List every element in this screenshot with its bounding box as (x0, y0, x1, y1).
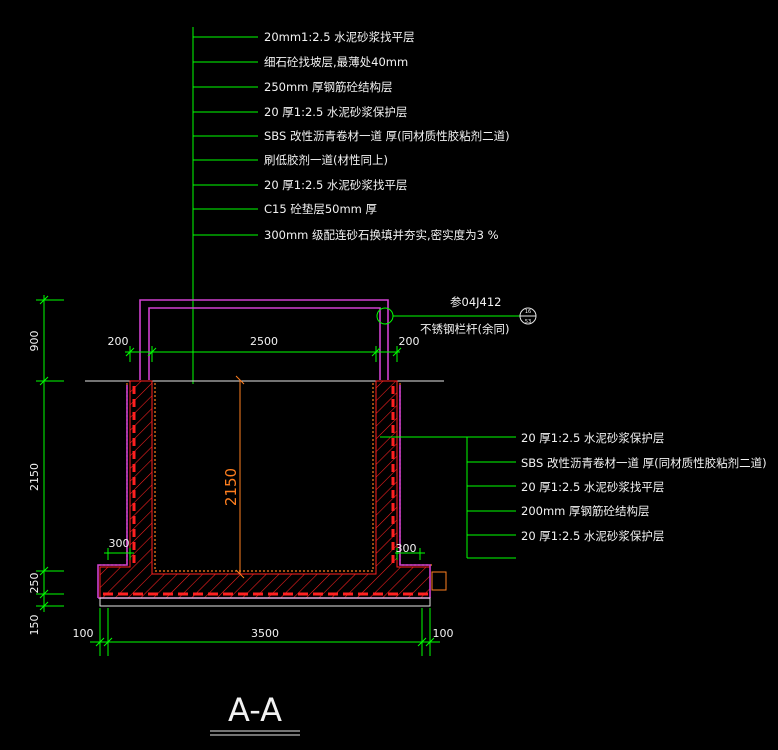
side-layer-1: 20 厚1:2.5 水泥砂浆保护层 (521, 431, 664, 445)
dim-left-heel: 300 (109, 537, 130, 550)
left-dimension-chain (36, 295, 64, 612)
side-layer-2: SBS 改性沥青卷材一道 厚(同材质性胶粘剂二道) (521, 456, 767, 470)
pit-concrete (99, 380, 431, 599)
top-layer-5: SBS 改性沥青卷材一道 厚(同材质性胶粘剂二道) (264, 129, 510, 143)
top-layer-1: 20mm1:2.5 水泥砂浆找平层 (264, 30, 415, 44)
dim-left-edge: 100 (73, 627, 94, 640)
top-layer-6: 刷低胶剂一道(材性同上) (264, 153, 388, 167)
top-layer-3: 250mm 厚钢筋砼结构层 (264, 80, 393, 94)
dim-left-wall: 200 (108, 335, 129, 348)
detail-symbol-bottom: 53 (525, 319, 531, 325)
side-layer-5: 20 厚1:2.5 水泥砂浆保护层 (521, 529, 664, 543)
inner-height-dimension (235, 375, 245, 579)
top-layer-2: 细石砼找坡层,最薄处40mm (264, 55, 408, 69)
dim-right-wall: 200 (399, 335, 420, 348)
top-layer-leader (192, 27, 258, 384)
top-layer-7: 20 厚1:2.5 水泥砂浆找平层 (264, 178, 407, 192)
top-layer-9: 300mm 级配连砂石换填并夯实,密实度为3 % (264, 228, 499, 242)
bottom-dimension-chain (90, 608, 440, 656)
dim-right-edge: 100 (433, 627, 454, 640)
railing (139, 299, 389, 380)
base-slab (99, 597, 431, 607)
dim-slab: 250 (28, 573, 41, 594)
inner-height-label: 2150 (222, 468, 240, 506)
heel-dimensions (104, 548, 425, 560)
side-layer-leader (380, 436, 516, 559)
section-title: A-A (228, 691, 282, 729)
dim-wall-height: 2150 (28, 463, 41, 491)
railing-note: 不锈钢栏杆(余同) (420, 322, 509, 336)
dim-railing-height: 900 (28, 331, 41, 352)
railing-reference (376, 307, 537, 325)
waterproof-membrane (103, 386, 428, 596)
railing-ref-label: 参04J412 (450, 295, 501, 309)
side-layer-4: 200mm 厚钢筋砼结构层 (521, 504, 650, 518)
drain-outlet (431, 571, 447, 591)
side-layer-3: 20 厚1:2.5 水泥砂浆找平层 (521, 480, 664, 494)
dim-right-heel: 300 (396, 542, 417, 555)
top-layer-8: C15 砼垫层50mm 厚 (264, 202, 377, 216)
top-dimension-chain (125, 346, 402, 362)
dim-inner-width: 2500 (250, 335, 278, 348)
dim-total-width: 3500 (251, 627, 279, 640)
top-layer-4: 20 厚1:2.5 水泥砂浆保护层 (264, 105, 407, 119)
detail-symbol-top: 16 (525, 309, 531, 315)
dim-base: 150 (28, 615, 41, 636)
